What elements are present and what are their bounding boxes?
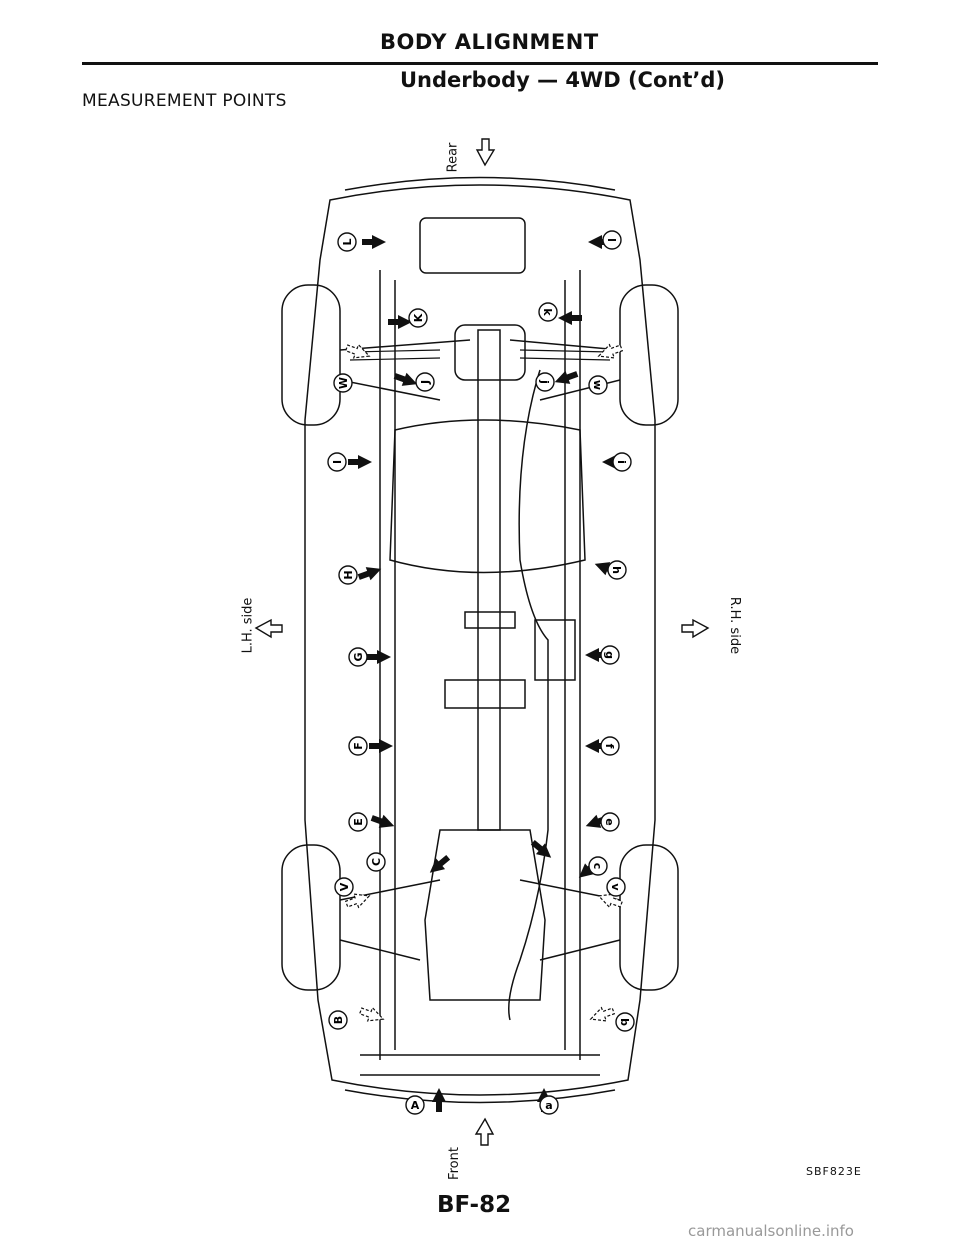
figure-code: SBF823E	[806, 1165, 862, 1178]
rear-direction-label: Rear	[445, 142, 461, 173]
point-marker-letter: j	[538, 379, 551, 384]
point-marker-V: V	[334, 877, 354, 897]
point-marker-letter: V	[338, 882, 351, 891]
point-marker-letter: c	[591, 863, 604, 870]
page-subtitle: Underbody — 4WD (Cont’d)	[400, 68, 725, 92]
point-marker-l: l	[602, 230, 622, 250]
point-marker-a: a	[539, 1095, 559, 1115]
point-marker-w: w	[588, 375, 608, 395]
section-heading: MEASUREMENT POINTS	[82, 91, 287, 111]
point-marker-letter: h	[610, 566, 623, 574]
point-marker-letter: B	[332, 1016, 345, 1024]
point-marker-c: c	[588, 856, 608, 876]
lh-side-label: L.H. side	[240, 597, 256, 654]
point-marker-H: H	[338, 565, 358, 585]
point-marker-letter: a	[545, 1099, 552, 1112]
point-marker-letter: f	[603, 744, 616, 749]
point-marker-C: C	[366, 852, 386, 872]
point-marker-letter: g	[603, 651, 616, 659]
point-marker-k: k	[538, 302, 558, 322]
point-marker-b: b	[615, 1012, 635, 1032]
point-marker-letter: L	[341, 238, 354, 245]
front-direction-label: Front	[446, 1147, 462, 1180]
point-marker-B: B	[328, 1010, 348, 1030]
title-rule	[82, 62, 878, 65]
point-marker-letter: v	[609, 883, 622, 891]
point-marker-i: i	[612, 452, 632, 472]
point-marker-h: h	[607, 560, 627, 580]
measurement-points-left: A B C E F G H I J K L V W	[327, 232, 435, 1115]
point-marker-letter: A	[411, 1099, 420, 1112]
point-marker-letter: G	[352, 652, 365, 661]
point-marker-K: K	[408, 308, 428, 328]
point-marker-letter: k	[541, 308, 554, 316]
point-marker-letter: E	[352, 818, 365, 826]
point-marker-letter: i	[615, 460, 628, 464]
point-marker-letter: b	[618, 1018, 631, 1026]
point-marker-letter: I	[331, 460, 344, 464]
point-marker-letter: K	[412, 313, 425, 322]
point-marker-letter: C	[370, 858, 383, 866]
point-marker-f: f	[600, 736, 620, 756]
page-title: BODY ALIGNMENT	[380, 30, 599, 54]
point-marker-G: G	[348, 647, 368, 667]
rh-side-label: R.H. side	[727, 596, 743, 655]
point-marker-v: v	[606, 877, 626, 897]
point-marker-E: E	[348, 812, 368, 832]
point-marker-W: W	[333, 373, 353, 393]
point-marker-I: I	[327, 452, 347, 472]
point-marker-letter: H	[342, 570, 355, 579]
point-marker-A: A	[405, 1095, 425, 1115]
point-marker-letter: J	[419, 380, 432, 385]
point-marker-j: j	[535, 372, 555, 392]
point-marker-F: F	[348, 736, 368, 756]
point-marker-letter: F	[352, 742, 365, 750]
point-marker-letter: W	[337, 377, 350, 389]
point-marker-letter: w	[591, 380, 604, 390]
measurement-points-right: a b c e f g h i j k l v w	[535, 230, 635, 1115]
point-marker-letter: l	[605, 238, 618, 242]
point-marker-J: J	[415, 372, 435, 392]
page-number: BF-82	[437, 1192, 512, 1218]
watermark: carmanualsonline.info	[688, 1222, 854, 1240]
point-marker-e: e	[600, 812, 620, 832]
point-marker-g: g	[600, 645, 620, 665]
point-marker-letter: e	[603, 818, 616, 825]
point-marker-L: L	[337, 232, 357, 252]
